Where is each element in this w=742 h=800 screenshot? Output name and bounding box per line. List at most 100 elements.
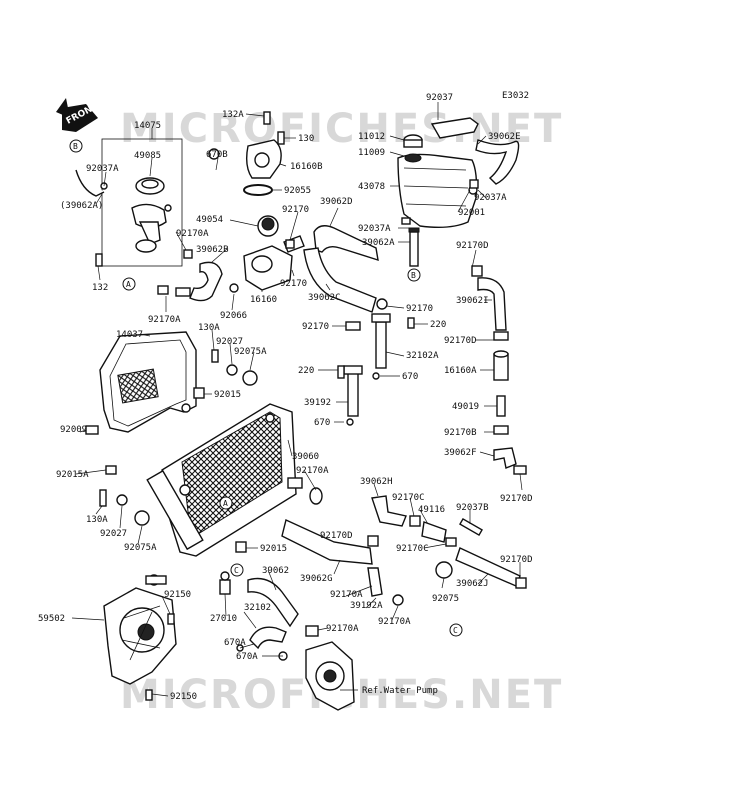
- callout-92170a-d: 92170A: [330, 590, 363, 600]
- callout-92170a-c: 92170A: [296, 466, 329, 476]
- callout-92037a-right: 92037A: [474, 193, 507, 203]
- callout-49085: 49085: [134, 151, 161, 161]
- callout-92170d-d: 92170D: [500, 555, 533, 565]
- callout-43078: 43078: [358, 182, 385, 192]
- callout-92170a-f: 92170A: [326, 624, 359, 634]
- callout-130a-b: 130A: [86, 515, 108, 525]
- callout-39062: 39062: [262, 566, 289, 576]
- callout-92170a-a: 92170A: [176, 229, 209, 239]
- callout-39192: 39192: [304, 398, 331, 408]
- callout-39062c: 39062C: [308, 293, 341, 303]
- callout-39060: 39060: [292, 452, 319, 462]
- marker-a-1: A: [122, 277, 136, 291]
- callout-92055: 92055: [284, 186, 311, 196]
- callout-59502: 59502: [38, 614, 65, 624]
- callout-39062a-left: (39062A): [60, 201, 103, 211]
- svg-text:C: C: [234, 566, 239, 575]
- callout-92015a: 92015A: [56, 470, 89, 480]
- callout-16160a: 16160A: [444, 366, 477, 376]
- callout-220-b: 220: [298, 366, 314, 376]
- callout-92150-a: 92150: [164, 590, 191, 600]
- callout-39192a: 39192A: [350, 601, 383, 611]
- hose-39062d: [313, 225, 379, 262]
- callout-16160b: 16160B: [290, 162, 323, 172]
- callout-49019: 49019: [452, 402, 479, 412]
- marker-c-1: C: [230, 563, 244, 577]
- leader-lines: [71, 102, 523, 697]
- callout-39062b: 39062B: [196, 245, 229, 255]
- callout-92170-d: 92170: [302, 322, 329, 332]
- callout-92170b: 92170B: [444, 428, 477, 438]
- ref-water-pump: Ref.Water Pump: [362, 686, 438, 696]
- callout-39062d: 39062D: [320, 197, 353, 207]
- callout-92170-c: 92170: [406, 304, 433, 314]
- callout-39062f: 39062F: [444, 448, 477, 458]
- callout-92015-b: 92015: [260, 544, 287, 554]
- callout-27010: 27010: [210, 614, 237, 624]
- callout-92170d-c: 92170D: [500, 494, 533, 504]
- callout-49116: 49116: [418, 505, 445, 515]
- callout-92170d-b: 92170D: [444, 336, 477, 346]
- part-callouts: 92037 132A 130 11012 11009 39062E 14075 …: [38, 93, 533, 702]
- callout-11009: 11009: [358, 148, 385, 158]
- tank-bracket: [430, 117, 479, 139]
- callout-670-b: 670: [314, 418, 330, 428]
- callout-92170a-e: 92170A: [378, 617, 411, 627]
- callout-670a-b: 670A: [236, 652, 258, 662]
- svg-text:A: A: [223, 499, 228, 508]
- front-arrow-icon: FRONT: [56, 98, 101, 132]
- callout-39062i: 39062I: [456, 296, 489, 306]
- callout-130: 130: [298, 134, 314, 144]
- callout-39062g: 39062G: [300, 574, 333, 584]
- callout-92170a-b: 92170A: [148, 315, 181, 325]
- callout-132a: 132A: [222, 110, 244, 120]
- svg-text:B: B: [73, 142, 78, 151]
- callout-92075a-a: 92075A: [234, 347, 267, 357]
- hose-39062: [247, 577, 299, 628]
- callout-92170d-e: 92170D: [320, 531, 353, 541]
- callout-92066: 92066: [220, 311, 247, 321]
- callout-670b: 670B: [206, 150, 228, 160]
- callout-92037a-left: 92037A: [86, 164, 119, 174]
- callout-11012: 11012: [358, 132, 385, 142]
- callout-92170d-a: 92170D: [456, 241, 489, 251]
- callout-92027-b: 92027: [100, 529, 127, 539]
- callout-32102a: 32102A: [406, 351, 439, 361]
- callout-670a-a: 670A: [224, 638, 246, 648]
- callout-670-a: 670: [402, 372, 418, 382]
- callout-92027-a: 92027: [216, 337, 243, 347]
- reserve-tank: [397, 153, 478, 229]
- marker-b-1: B: [69, 139, 83, 153]
- callout-92009: 92009: [60, 425, 87, 435]
- callout-49054: 49054: [196, 215, 223, 225]
- callout-14075: 14075: [134, 121, 161, 131]
- callout-92170-a: 92170: [282, 205, 309, 215]
- callout-92170-b: 92170: [280, 279, 307, 289]
- callout-92037a-mid: 92037A: [358, 224, 391, 234]
- callout-92170c-a: 92170C: [392, 493, 425, 503]
- marker-c-2: C: [449, 623, 463, 637]
- callout-92075: 92075: [432, 594, 459, 604]
- callout-92170c-b: 92170C: [396, 544, 429, 554]
- callout-14037: 14037: [116, 330, 143, 340]
- callout-92015-a: 92015: [214, 390, 241, 400]
- o-ring-92055: [243, 184, 273, 196]
- tank-cap: [403, 134, 423, 163]
- callout-92075a-b: 92075A: [124, 543, 157, 553]
- callout-92150-b: 92150: [170, 692, 197, 702]
- svg-text:A: A: [126, 280, 131, 289]
- callout-132: 132: [92, 283, 108, 293]
- callout-130a-a: 130A: [198, 323, 220, 333]
- callout-92037: 92037: [426, 93, 453, 103]
- callout-16160: 16160: [250, 295, 277, 305]
- svg-text:C: C: [453, 626, 458, 635]
- callout-92001: 92001: [458, 208, 485, 218]
- callout-220-a: 220: [430, 320, 446, 330]
- diagram-code: E3032: [502, 91, 529, 101]
- callout-39062e: 39062E: [488, 132, 521, 142]
- callout-39062a-mid: 39062A: [362, 238, 395, 248]
- callout-92037b: 92037B: [456, 503, 489, 513]
- hose-39062c: [303, 247, 377, 313]
- marker-a-2: A: [219, 496, 233, 510]
